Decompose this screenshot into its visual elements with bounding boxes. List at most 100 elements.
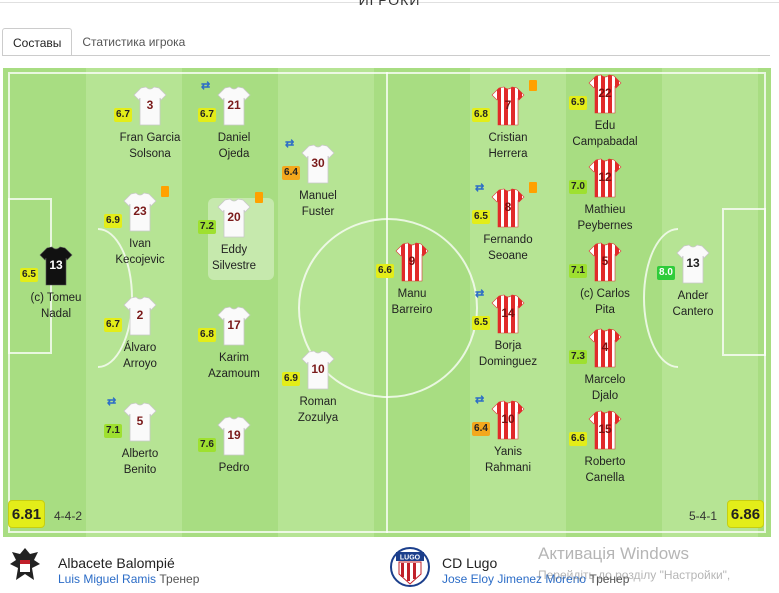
away-coach[interactable]: Jose Eloy Jimenez Moreno Тренер: [442, 572, 629, 586]
away-team-name[interactable]: CD Lugo: [442, 555, 498, 571]
player-name-line: Canella: [585, 472, 625, 484]
player-name-line: Pita: [595, 304, 615, 316]
player-name-line: Silvestre: [211, 260, 257, 272]
jersey-icon: [217, 198, 251, 238]
player-name-line: Cantero: [672, 306, 714, 318]
player-rating: 6.8: [198, 328, 216, 342]
tab-underline: [2, 55, 770, 56]
player-name-line: Eddy: [220, 244, 248, 256]
player-name-line: Seoane: [488, 250, 528, 262]
jersey-icon: [588, 242, 622, 282]
section-title: ИГРОКИ: [358, 0, 421, 8]
player-name-line: Zozulya: [297, 412, 339, 424]
jersey-icon: [491, 188, 525, 228]
albacete-logo-icon[interactable]: [8, 546, 42, 591]
substitution-icon: ⇄: [107, 396, 117, 408]
player-name-line: Daniel: [217, 132, 251, 144]
home-team-name[interactable]: Albacete Balompié: [58, 555, 175, 571]
jersey-icon: [588, 158, 622, 198]
home-coach-name[interactable]: Luis Miguel Ramis: [58, 572, 157, 586]
lugo-logo-icon[interactable]: LUGO: [390, 546, 430, 593]
shirt-number: 10: [311, 362, 325, 376]
jersey-icon: [301, 144, 335, 184]
player-rating: 7.0: [569, 180, 587, 194]
substitution-icon: ⇄: [475, 288, 485, 300]
home-coach[interactable]: Luis Miguel Ramis Тренер: [58, 572, 199, 586]
player-name-line: Fuster: [301, 206, 335, 218]
jersey-icon: [588, 328, 622, 368]
player-name[interactable]: Pedro: [184, 460, 284, 476]
jersey-icon: [123, 402, 157, 442]
shirt-number: 13: [686, 256, 700, 270]
substitution-icon: ⇄: [475, 182, 485, 194]
player-name-line: Manuel: [299, 190, 337, 202]
shirt-number: 30: [311, 156, 325, 170]
right-goal-area: [722, 208, 766, 356]
player-rating: 6.8: [472, 108, 490, 122]
player-name-line: Herrera: [488, 148, 528, 160]
jersey-icon: [491, 400, 525, 440]
tab-player-stats[interactable]: Статистика игрока: [82, 35, 186, 49]
jersey-icon: [676, 244, 710, 284]
jersey-icon: [588, 410, 622, 450]
jersey-icon: [217, 416, 251, 456]
player-name-line: Fernando: [483, 234, 533, 246]
away-formation: 5-4-1: [689, 509, 718, 523]
player-name-line: Dominguez: [478, 356, 538, 368]
shirt-number: 4: [601, 340, 609, 354]
player-name-line: Djalo: [591, 390, 619, 402]
shirt-number: 17: [227, 318, 241, 332]
away-coach-name[interactable]: Jose Eloy Jimenez Moreno: [442, 572, 587, 586]
shirt-number: 9: [408, 254, 416, 268]
jersey-icon: [39, 246, 73, 286]
player-rating: 7.2: [198, 220, 216, 234]
header-divider: [0, 2, 779, 3]
shirt-number: 20: [227, 210, 241, 224]
tab-lineups[interactable]: Составы: [2, 28, 73, 56]
player-name-line: (c) Tomeu: [30, 292, 82, 304]
